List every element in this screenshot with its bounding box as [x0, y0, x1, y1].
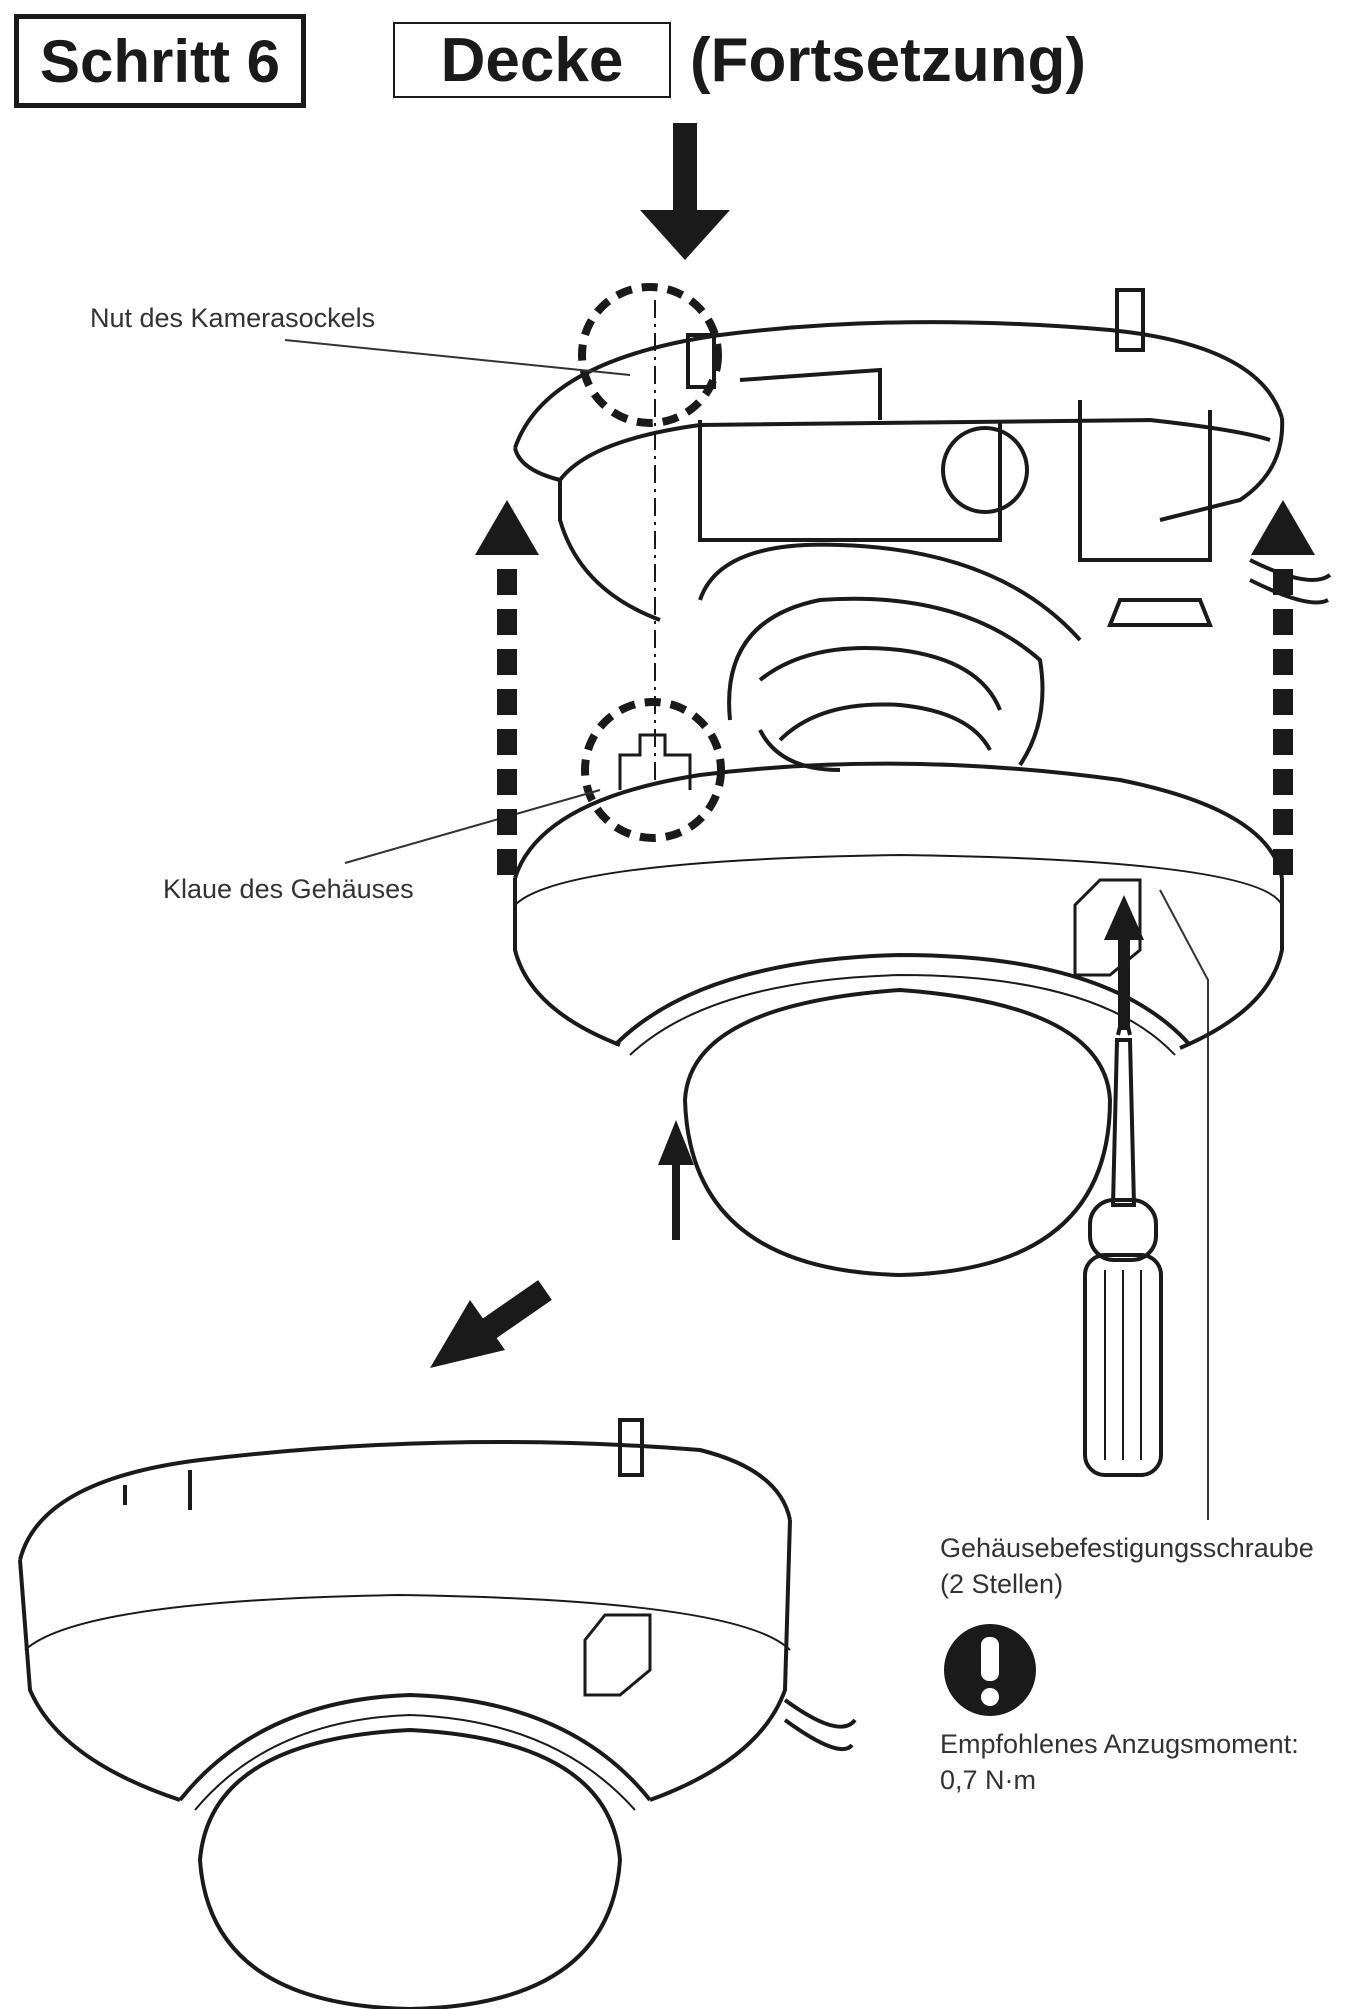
groove-label: Nut des Kamerasockels — [90, 303, 376, 333]
camera-base-drawing — [513, 288, 1332, 772]
assembled-camera-drawing — [18, 1418, 857, 2009]
camera-housing-drawing — [513, 761, 1284, 1278]
claw-leader-line — [344, 789, 601, 864]
screwdriver-icon — [1083, 1009, 1163, 1477]
continuation-label: (Fortsetzung) — [690, 25, 1087, 95]
screw-count-label: (2 Stellen) — [940, 1569, 1064, 1599]
step-label: Schritt 6 — [14, 14, 306, 108]
small-up-arrow-icon — [658, 1120, 694, 1240]
screw-leader-line — [1159, 889, 1209, 1520]
diagonal-arrow-icon — [430, 1280, 552, 1368]
torque-label: Empfohlenes Anzugsmoment: — [940, 1729, 1299, 1759]
groove-leader-line — [284, 339, 631, 376]
screw-up-arrow-icon — [1104, 895, 1144, 1030]
exclamation-circle-icon — [944, 1624, 1036, 1716]
claw-label: Klaue des Gehäuses — [163, 874, 414, 904]
claw-detail-circle — [581, 698, 725, 842]
groove-detail-circle — [578, 283, 722, 427]
down-arrow-icon — [640, 123, 730, 260]
screw-label: Gehäusebefestigungsschraube — [940, 1533, 1314, 1563]
mount-label: Decke — [393, 22, 671, 98]
torque-value: 0,7 N·m — [940, 1765, 1037, 1795]
lift-arrow-right-icon — [1251, 500, 1315, 875]
lift-arrow-left-icon — [475, 500, 539, 875]
